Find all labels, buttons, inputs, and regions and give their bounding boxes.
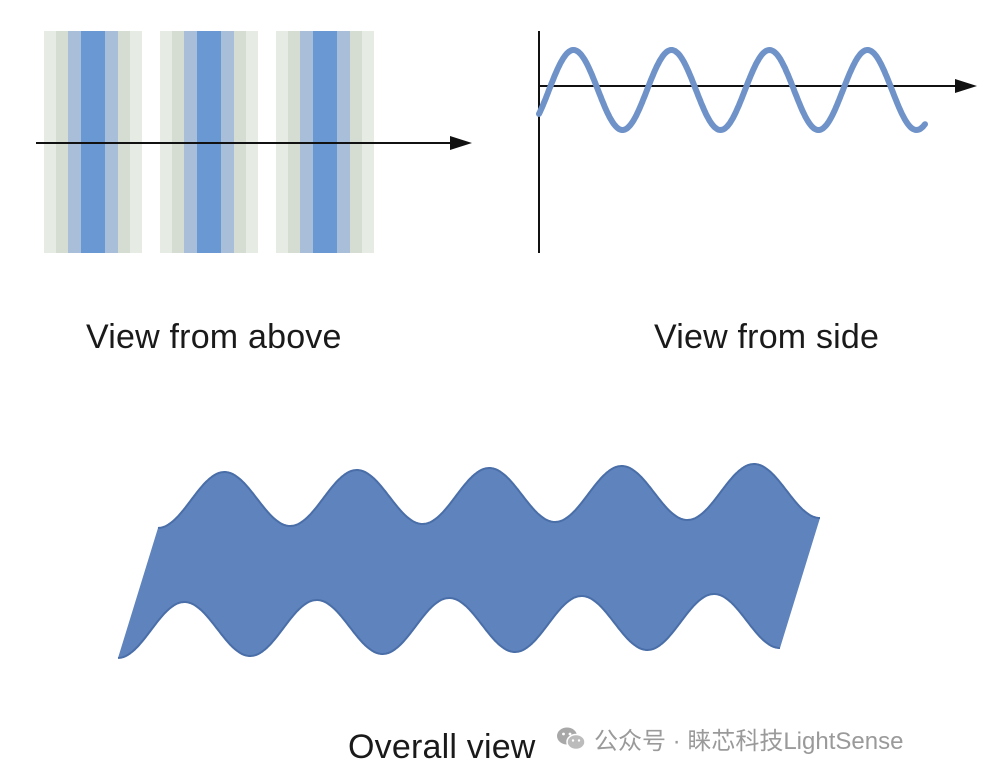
view-from-side-diagram [536,31,977,253]
watermark-text: 公众号 · 睐芯科技LightSense [594,728,904,755]
watermark: 公众号 · 睐芯科技LightSense [556,721,903,756]
horizontal-axis-arrow [539,79,977,93]
view-from-above-diagram [36,31,472,253]
surface-back-edge [157,463,820,529]
wechat-icon [557,727,586,750]
overall-view-surface [117,463,820,659]
caption-view-from-side: View from side [654,318,880,356]
caption-view-from-above: View from above [86,318,342,356]
propagation-arrow [36,136,472,150]
caption-overall-view: Overall view [348,728,536,766]
surface-front-edge [117,593,780,659]
wave-surface [118,464,820,658]
sine-wave [536,46,928,134]
